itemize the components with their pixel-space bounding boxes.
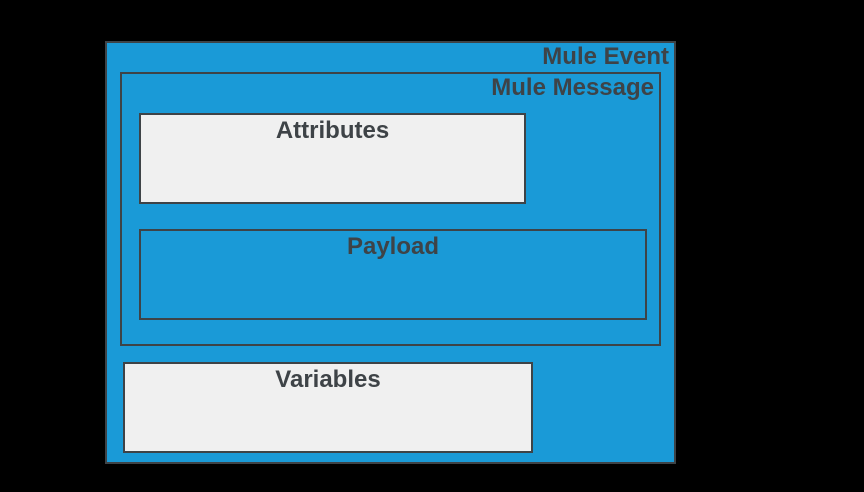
- mule-message-box: Mule Message Attributes Payload: [120, 72, 661, 346]
- mule-message-label: Mule Message: [491, 74, 654, 101]
- payload-box: Payload: [139, 229, 647, 320]
- attributes-box: Attributes: [139, 113, 526, 204]
- mule-event-box: Mule Event Mule Message Attributes Paylo…: [105, 41, 676, 464]
- mule-event-label: Mule Event: [542, 43, 669, 70]
- payload-label: Payload: [346, 233, 440, 260]
- attributes-label: Attributes: [275, 117, 390, 144]
- variables-label: Variables: [275, 366, 381, 393]
- variables-box: Variables: [123, 362, 533, 453]
